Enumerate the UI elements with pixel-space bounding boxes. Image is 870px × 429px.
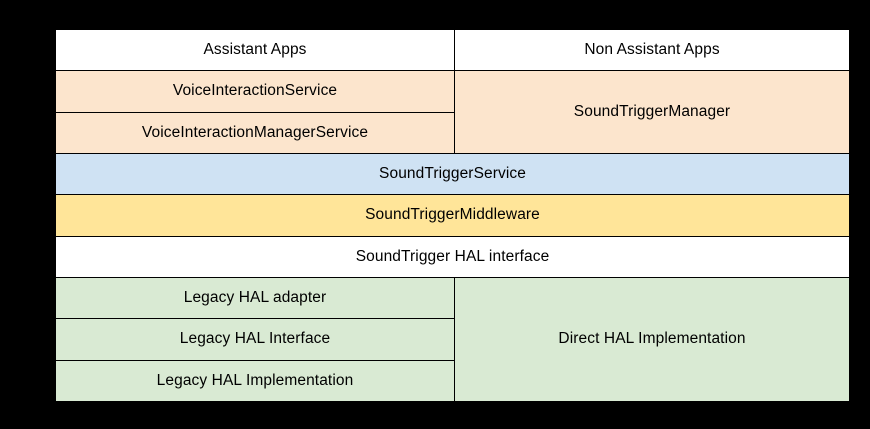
cell-non-assistant-apps: Non Assistant Apps: [454, 28, 850, 72]
table-row-sound-trigger-hal-interface: SoundTrigger HAL interface: [55, 235, 850, 278]
table-row-sound-trigger-middleware: SoundTriggerMiddleware: [55, 194, 850, 237]
architecture-table-wrapper: Assistant Apps Non Assistant Apps VoiceI…: [53, 27, 851, 404]
cell-direct-hal-implementation: Direct HAL Implementation: [454, 276, 850, 403]
cell-legacy-hal-interface: Legacy HAL Interface: [55, 318, 455, 361]
cell-sound-trigger-middleware: SoundTriggerMiddleware: [55, 194, 850, 237]
cell-sound-trigger-service: SoundTriggerService: [55, 152, 850, 196]
cell-voice-interaction-manager-service: VoiceInteractionManagerService: [55, 111, 455, 154]
table-row-legacy-hal-implementation: Legacy HAL Implementation: [55, 359, 850, 403]
cell-voice-interaction-service: VoiceInteractionService: [55, 70, 455, 113]
table-row-legacy-hal-adapter: Legacy HAL adapter Direct HAL Implementa…: [55, 276, 850, 403]
table-row-voice-interaction-manager-service: VoiceInteractionManagerService: [55, 111, 850, 154]
cell-legacy-hal-implementation: Legacy HAL Implementation: [55, 359, 455, 403]
cell-assistant-apps: Assistant Apps: [55, 28, 455, 72]
table-row-legacy-hal-interface: Legacy HAL Interface: [55, 318, 850, 361]
architecture-layer-table: Assistant Apps Non Assistant Apps VoiceI…: [55, 28, 850, 403]
table-row-header: Assistant Apps Non Assistant Apps: [55, 28, 850, 72]
cell-legacy-hal-adapter: Legacy HAL adapter: [55, 276, 455, 320]
cell-sound-trigger-manager: SoundTriggerManager: [454, 70, 850, 154]
table-row-sound-trigger-service: SoundTriggerService: [55, 152, 850, 196]
table-row-voice-interaction-service: VoiceInteractionService SoundTriggerMana…: [55, 70, 850, 154]
cell-sound-trigger-hal-interface: SoundTrigger HAL interface: [55, 235, 850, 278]
